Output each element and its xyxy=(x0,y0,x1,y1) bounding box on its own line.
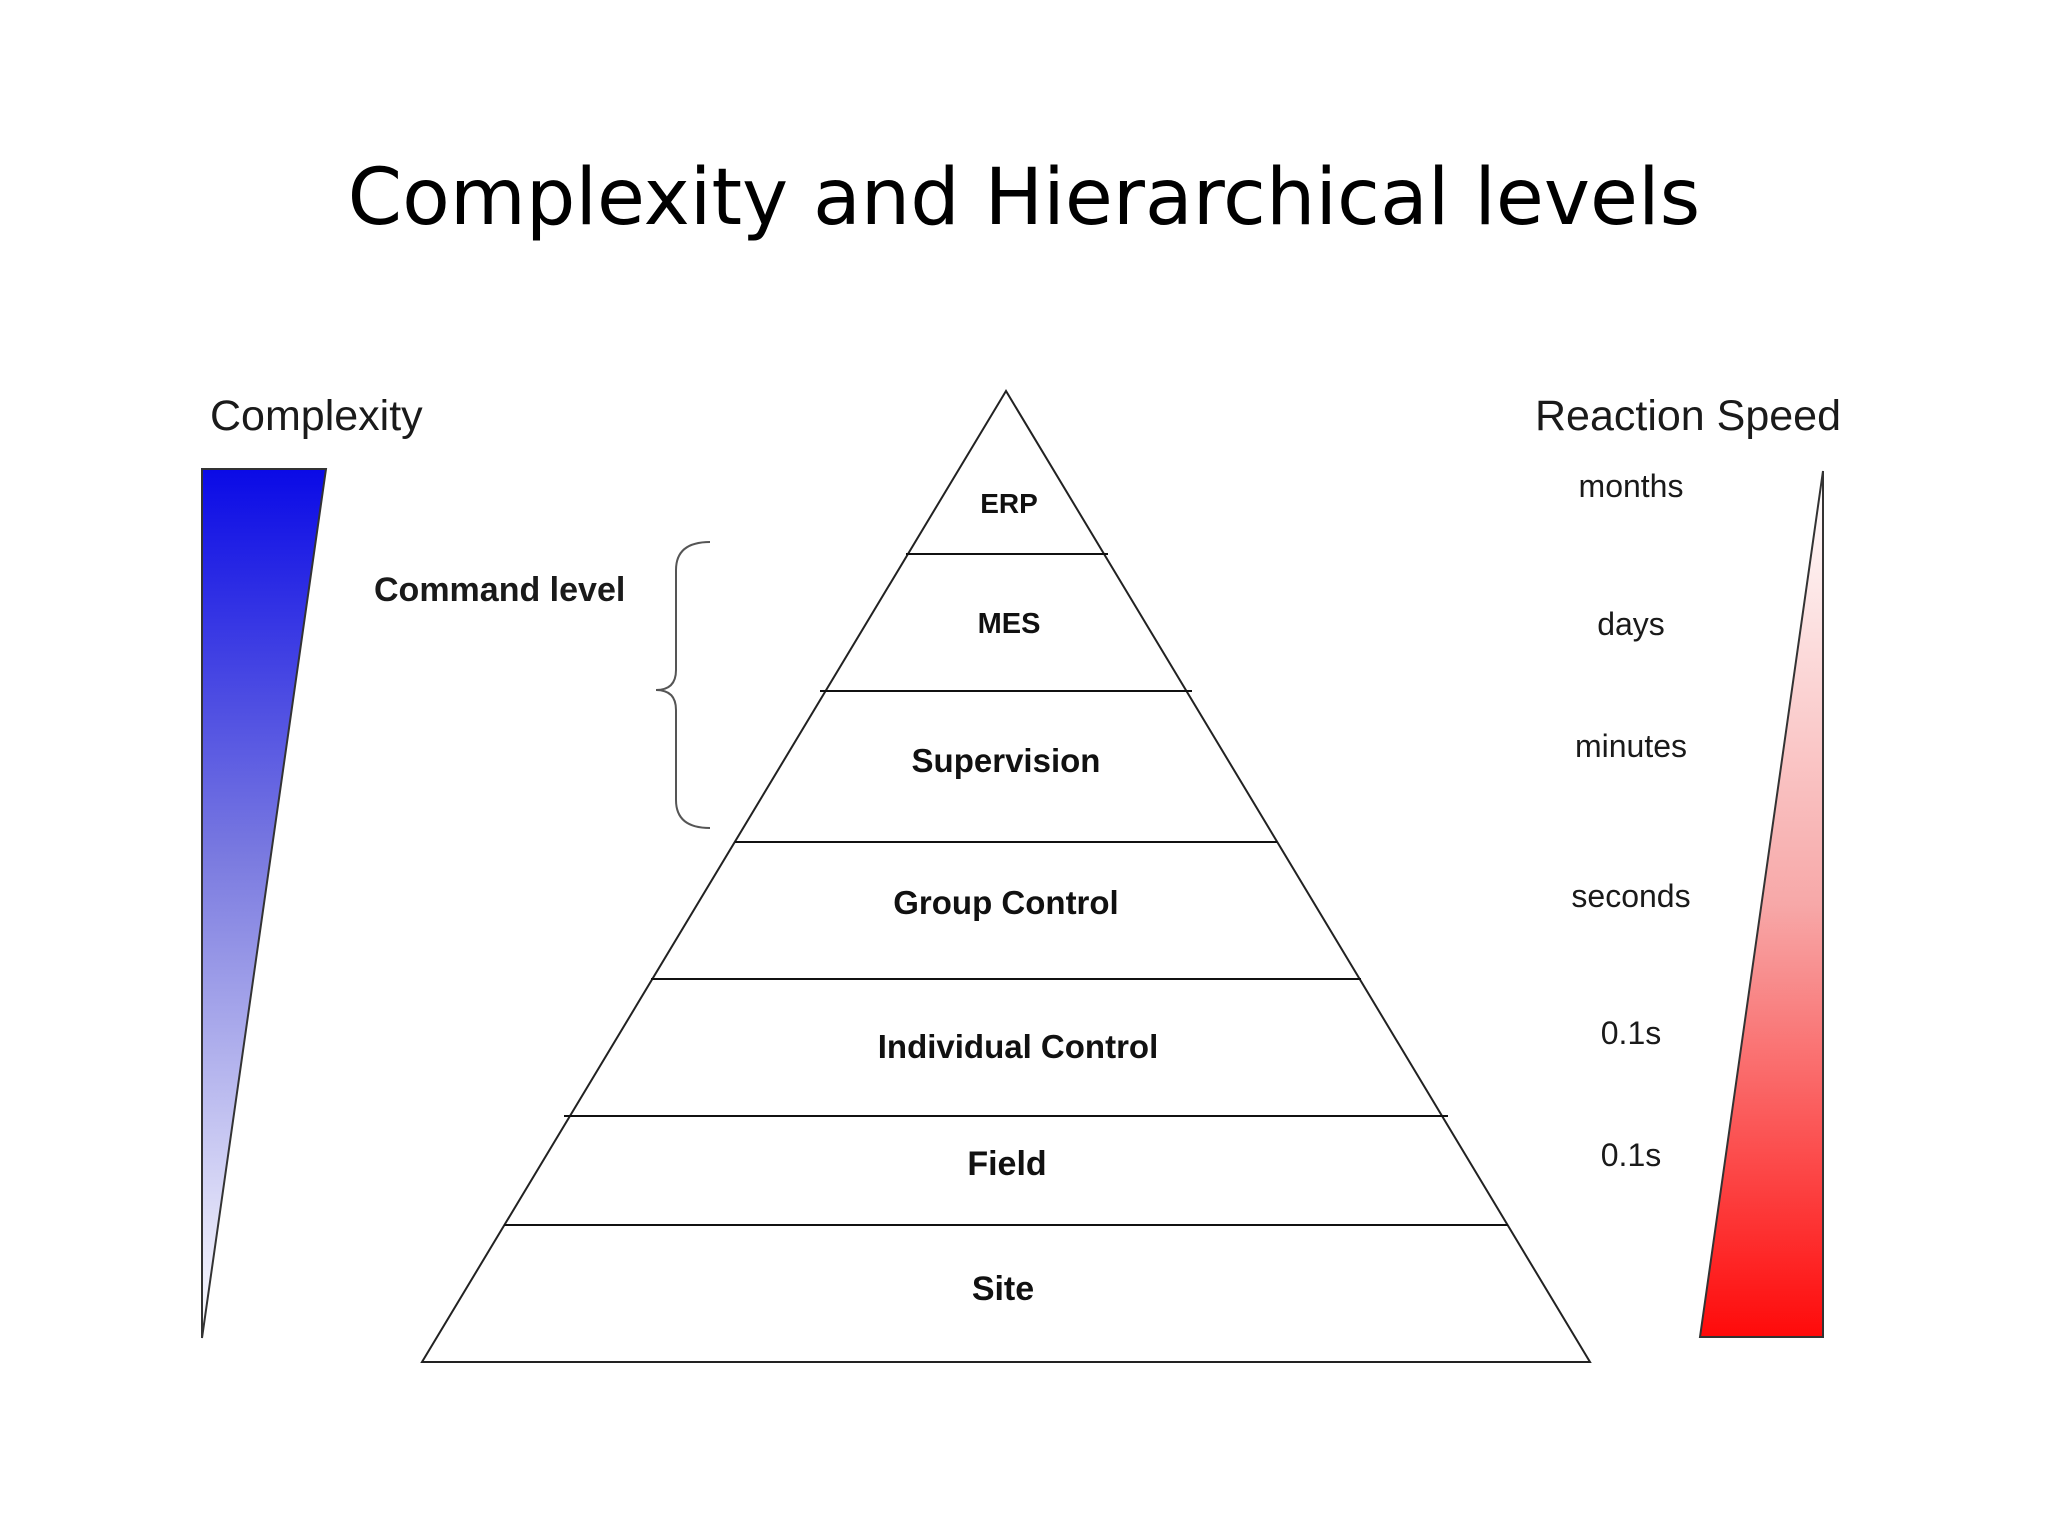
layer-label-field: Field xyxy=(967,1145,1046,1183)
speed-value-months: months xyxy=(1579,468,1684,504)
layer-label-group-control: Group Control xyxy=(893,884,1118,921)
layer-label-individual-control: Individual Control xyxy=(878,1028,1158,1065)
speed-value-tenth-second: 0.1s xyxy=(1601,1137,1661,1173)
speed-value-days: days xyxy=(1597,606,1665,642)
pyramid-outline xyxy=(420,389,1592,1363)
layer-label-mes: MES xyxy=(978,608,1041,640)
complexity-label: Complexity xyxy=(210,392,423,440)
layer-label-erp: ERP xyxy=(980,488,1038,519)
speed-value-seconds: seconds xyxy=(1571,878,1690,914)
speed-value-minutes: minutes xyxy=(1575,728,1687,764)
slide-title: Complexity and Hierarchical levels xyxy=(347,153,1701,243)
complexity-gradient-wedge xyxy=(201,468,328,1339)
layer-label-site: Site xyxy=(972,1270,1034,1308)
command-level-label: Command level xyxy=(374,571,625,609)
speed-value-tenth-second: 0.1s xyxy=(1601,1015,1661,1051)
reaction-speed-label: Reaction Speed xyxy=(1535,392,1841,440)
reaction-speed-gradient-wedge xyxy=(1698,470,1824,1338)
pyramid: ERP MES Supervision Group Control Indivi… xyxy=(420,389,1592,1363)
command-level-brace xyxy=(655,541,711,829)
layer-label-supervision: Supervision xyxy=(912,742,1101,779)
